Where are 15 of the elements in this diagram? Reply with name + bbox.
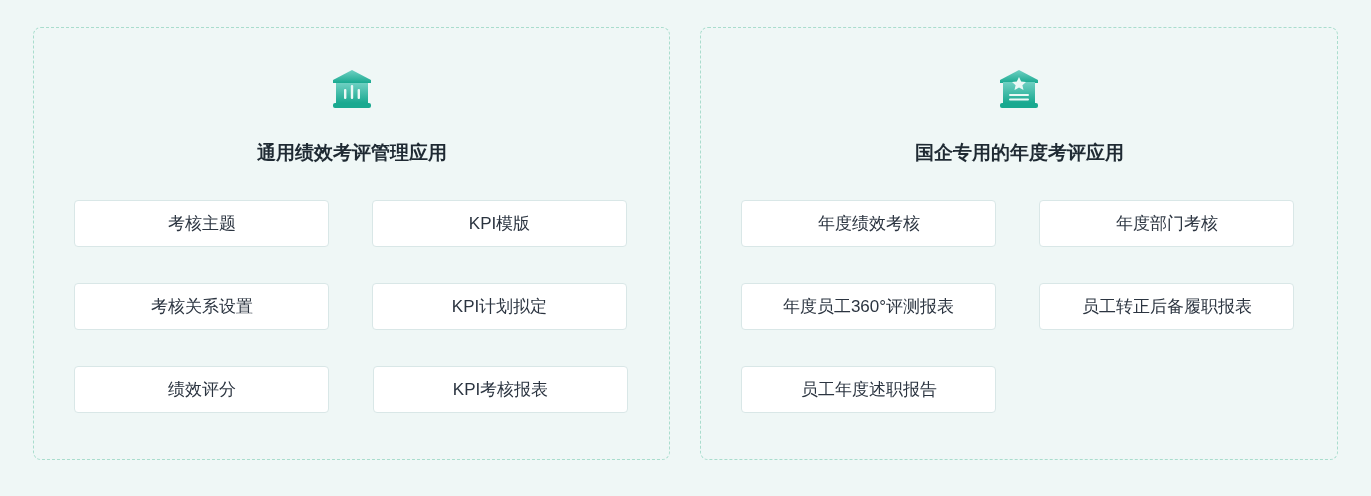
feature-card: KPI考核报表: [373, 366, 628, 413]
feature-card: 员工年度述职报告: [741, 366, 996, 413]
feature-card: 绩效评分: [74, 366, 329, 413]
dashed-group-panel: [33, 27, 670, 460]
feature-card: 考核主题: [74, 200, 329, 247]
feature-card: 考核关系设置: [74, 283, 329, 330]
panel-title: 通用绩效考评管理应用: [256, 141, 447, 165]
feature-card: 员工转正后备履职报表: [1039, 283, 1294, 330]
feature-card: KPI模版: [372, 200, 627, 247]
feature-card: 年度部门考核: [1039, 200, 1294, 247]
dashed-group-panel: [700, 27, 1338, 460]
feature-card: 年度绩效考核: [741, 200, 996, 247]
feature-card: 年度员工360°评测报表: [741, 283, 996, 330]
feature-card: KPI计划拟定: [372, 283, 627, 330]
panel-title: 国企专用的年度考评应用: [914, 141, 1124, 165]
